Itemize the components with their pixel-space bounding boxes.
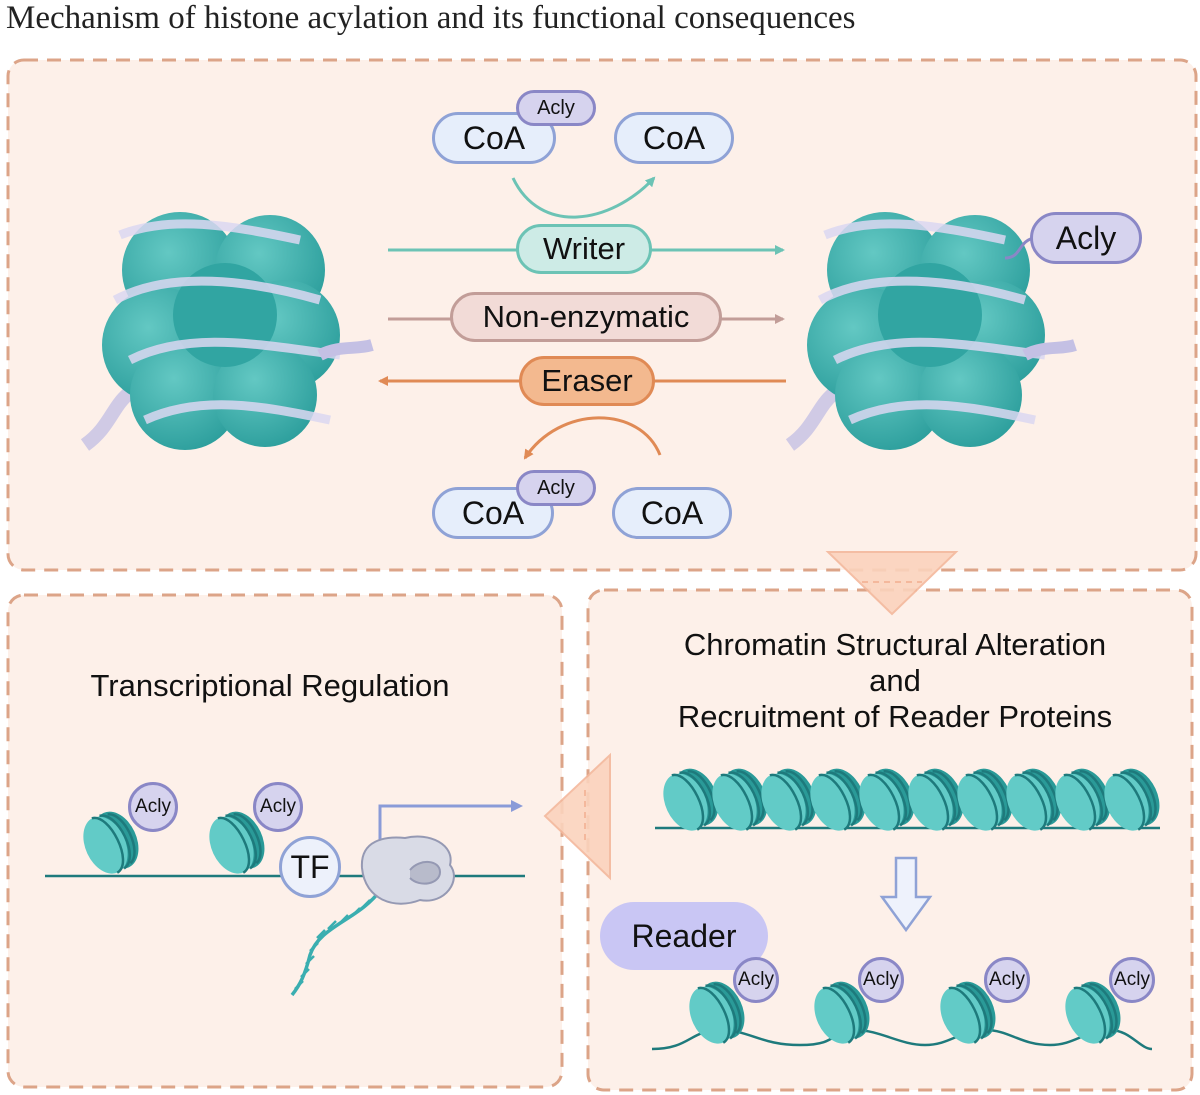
nucleosome-condensed-4 bbox=[810, 768, 866, 831]
acly-mark-transcription-1: Acly bbox=[128, 782, 178, 832]
reader-protein: Reader bbox=[600, 902, 768, 970]
acly-mark-reader-4: Acly bbox=[1109, 957, 1155, 1003]
nucleosome-acylated bbox=[785, 212, 1077, 451]
acly-mark-reader-2: Acly bbox=[858, 957, 904, 1003]
left-panel bbox=[6, 593, 564, 1089]
acly-mark-reader-2-label: Acly bbox=[863, 969, 899, 990]
nucleosome-transcription-1 bbox=[83, 811, 139, 874]
nucleosome-reader-2 bbox=[814, 981, 870, 1044]
acly-mark-transcription-2-label: Acly bbox=[260, 796, 296, 817]
coa-acyl-bottom: CoA bbox=[432, 487, 554, 539]
down-flow-arrow bbox=[825, 551, 959, 616]
acly-tag-top-label: Acly bbox=[537, 96, 575, 119]
coa-free-top: CoA bbox=[614, 112, 734, 164]
nucleosome-condensed-5 bbox=[859, 768, 915, 831]
writer-text: Writer bbox=[542, 231, 626, 266]
acly-mark-transcription-2: Acly bbox=[253, 782, 303, 832]
coa-free-bottom: CoA bbox=[612, 487, 732, 539]
nucleosome-condensed-6 bbox=[908, 768, 964, 831]
nucleosome-reader-4 bbox=[1065, 981, 1121, 1044]
non-enzymatic-label: Non-enzymatic bbox=[450, 292, 722, 342]
right-title-line-1: Chromatin Structural Alteration bbox=[683, 627, 1107, 662]
nucleosome-condensed-2 bbox=[712, 768, 768, 831]
acly-tag-top: Acly bbox=[516, 90, 596, 126]
acly-mark-reader-3: Acly bbox=[984, 957, 1030, 1003]
coa-free-bottom-label: CoA bbox=[640, 494, 704, 531]
right-panel-title: Chromatin Structural Alteration and Recr… bbox=[600, 627, 1190, 735]
eraser-coa-curve-arrow bbox=[523, 416, 662, 460]
right-title-line-2: and bbox=[869, 663, 921, 698]
non-enzymatic-text: Non-enzymatic bbox=[482, 299, 690, 334]
acly-mark-reader-1: Acly bbox=[733, 957, 779, 1003]
nucleosome-condensed-1 bbox=[663, 768, 719, 831]
coa-acyl-bottom-label: CoA bbox=[461, 494, 525, 531]
nucleosome-reader-3 bbox=[940, 981, 996, 1044]
writer-label: Writer bbox=[516, 224, 652, 274]
page-title: Mechanism of histone acylation and its f… bbox=[6, 0, 856, 36]
eraser-text: Eraser bbox=[541, 363, 633, 398]
acly-mark-reader-4-label: Acly bbox=[1114, 969, 1150, 990]
transcription-factor-text: TF bbox=[290, 848, 330, 885]
acly-tag-bottom: Acly bbox=[516, 470, 596, 506]
acly-mark-reader-3-label: Acly bbox=[989, 969, 1025, 990]
coa-acyl-top-label: CoA bbox=[462, 119, 526, 156]
nucleosome-condensed-9 bbox=[1055, 768, 1111, 831]
mrna-strand bbox=[290, 887, 384, 997]
nucleosome-reader-1 bbox=[689, 981, 745, 1044]
acly-tag-bottom-label: Acly bbox=[537, 476, 575, 499]
writer-coa-curve-arrow bbox=[511, 176, 656, 219]
acly-mark-transcription-1-label: Acly bbox=[135, 796, 171, 817]
left-panel-title: Transcriptional Regulation bbox=[90, 668, 450, 703]
acylated-mark-text: Acly bbox=[1055, 219, 1117, 256]
nucleosome-unmodified bbox=[80, 212, 374, 451]
nucleosome-condensed-10 bbox=[1104, 768, 1160, 831]
coa-free-top-label: CoA bbox=[642, 119, 706, 156]
transcription-factor: TF bbox=[279, 836, 341, 898]
eraser-label: Eraser bbox=[519, 356, 655, 406]
reader-text: Reader bbox=[631, 917, 737, 954]
right-title-line-3: Recruitment of Reader Proteins bbox=[677, 699, 1113, 734]
nucleosome-transcription-2 bbox=[209, 811, 265, 874]
nucleosome-condensed-7 bbox=[957, 768, 1013, 831]
nucleosome-condensed-8 bbox=[1006, 768, 1062, 831]
acylated-mark: Acly bbox=[1030, 212, 1142, 264]
rna-polymerase bbox=[360, 835, 455, 905]
reader-down-arrow bbox=[879, 856, 933, 933]
acly-mark-reader-1-label: Acly bbox=[738, 969, 774, 990]
coa-acyl-top: CoA bbox=[432, 112, 556, 164]
nucleosome-condensed-3 bbox=[761, 768, 817, 831]
left-flow-arrow bbox=[543, 752, 611, 881]
